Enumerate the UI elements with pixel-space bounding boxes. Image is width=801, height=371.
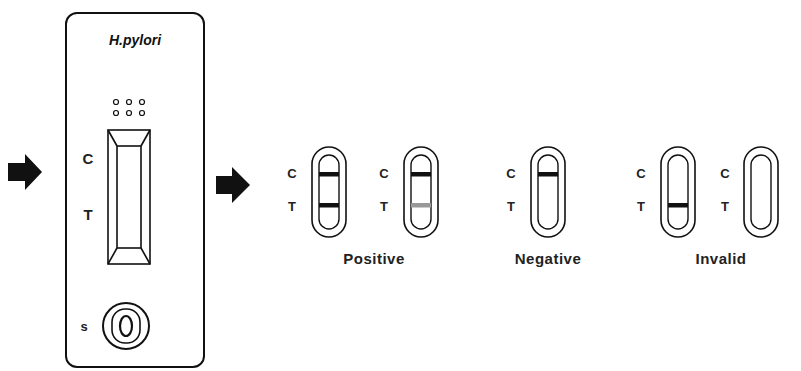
sample-well <box>103 303 149 349</box>
line-letter: T <box>83 207 92 222</box>
line-letter: C <box>287 167 296 180</box>
control-line <box>538 172 558 177</box>
cassette-dots <box>114 100 145 116</box>
result-strip <box>661 147 695 237</box>
line-letter: T <box>288 200 296 213</box>
line-letter: T <box>721 200 729 213</box>
line-letter: T <box>637 200 645 213</box>
window-inner <box>117 146 141 248</box>
sample-letter: s <box>80 320 87 333</box>
cassette-window <box>108 130 150 264</box>
result-label: Invalid <box>695 251 746 266</box>
line-letter: C <box>506 167 515 180</box>
result-strip <box>404 147 438 237</box>
line-letter: C <box>720 167 729 180</box>
flow-arrow <box>216 167 250 203</box>
flow-arrow <box>8 154 42 190</box>
window-frame <box>108 130 150 264</box>
result-strip <box>744 147 778 237</box>
control-line <box>319 172 339 177</box>
result-strips <box>312 147 778 237</box>
result-label: Negative <box>515 251 582 266</box>
line-letter: T <box>507 200 515 213</box>
flow-arrows <box>8 154 250 203</box>
test-line <box>668 203 688 208</box>
line-letter: C <box>379 167 388 180</box>
test-line <box>319 203 339 208</box>
control-line <box>411 172 431 177</box>
test-cassette: H.pylori <box>65 12 205 368</box>
brand-title: H.pylori <box>67 14 203 48</box>
result-strip <box>312 147 346 237</box>
line-letter: C <box>636 167 645 180</box>
test-line <box>411 203 431 208</box>
result-strip <box>531 147 565 237</box>
line-letter: T <box>380 200 388 213</box>
result-label: Positive <box>343 251 405 266</box>
line-letter: C <box>83 151 94 166</box>
